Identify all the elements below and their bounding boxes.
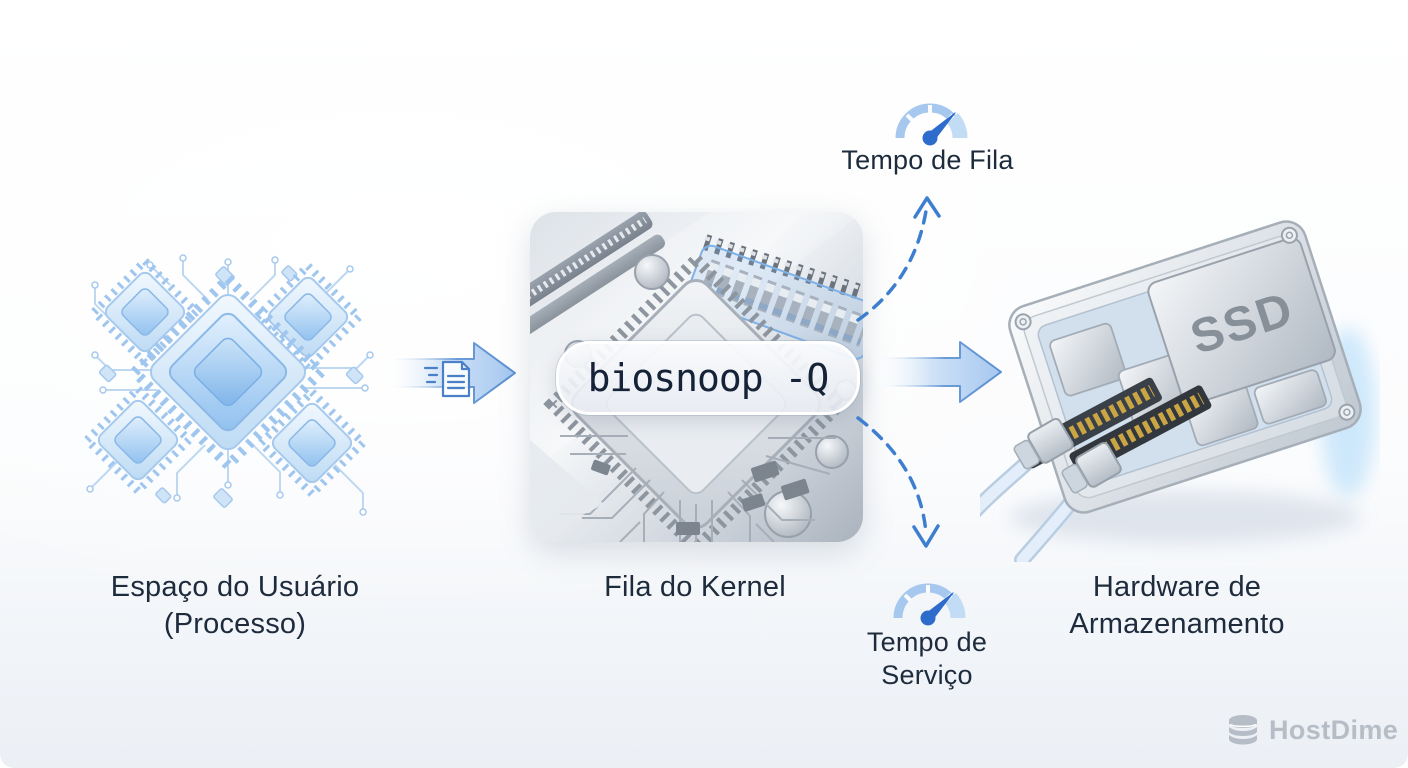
- hostdime-logo: HostDime: [1226, 714, 1398, 746]
- speed-gauge-icon: [895, 103, 968, 146]
- label-queue-time-text: Tempo de Fila: [841, 145, 1014, 175]
- label-kernel-queue: Fila do Kernel: [545, 569, 845, 606]
- command-text: biosnoop -Q: [587, 356, 830, 400]
- label-storage-line2: Armazenamento: [1069, 608, 1285, 640]
- cpu-cluster-illustration: [81, 254, 374, 516]
- label-service-time-line2: Serviço: [881, 660, 973, 690]
- flow-arrow-icon: [874, 341, 1002, 403]
- command-pill: biosnoop -Q: [556, 341, 860, 415]
- label-storage-hardware: Hardware de Armazenamento: [1022, 569, 1332, 643]
- label-service-time-line1: Tempo de: [866, 627, 988, 657]
- ssd-illustration: SSD: [980, 220, 1376, 562]
- dashed-curve-service-time: [856, 416, 928, 535]
- dashed-arrows: [856, 196, 941, 548]
- server-stack-icon: [1229, 715, 1257, 745]
- arrowhead-down-icon: [912, 524, 940, 548]
- dashed-curve-queue-time: [856, 209, 928, 322]
- logo-text: HostDime: [1269, 714, 1399, 745]
- label-queue-time: Tempo de Fila: [820, 144, 1035, 177]
- highlighted-components: [686, 244, 863, 360]
- speed-gauge-icon: [893, 583, 966, 626]
- arrowhead-up-icon: [913, 196, 941, 219]
- flow-arrow-icon: [385, 342, 516, 404]
- label-user-space: Espaço do Usuário (Processo): [55, 569, 415, 643]
- label-kernel-queue-text: Fila do Kernel: [604, 571, 786, 603]
- label-user-space-line1: Espaço do Usuário: [110, 571, 360, 603]
- label-service-time: Tempo de Serviço: [827, 626, 1027, 692]
- document-icon: [423, 360, 471, 398]
- label-user-space-line2: (Processo): [163, 608, 307, 640]
- label-storage-line1: Hardware de: [1092, 571, 1262, 603]
